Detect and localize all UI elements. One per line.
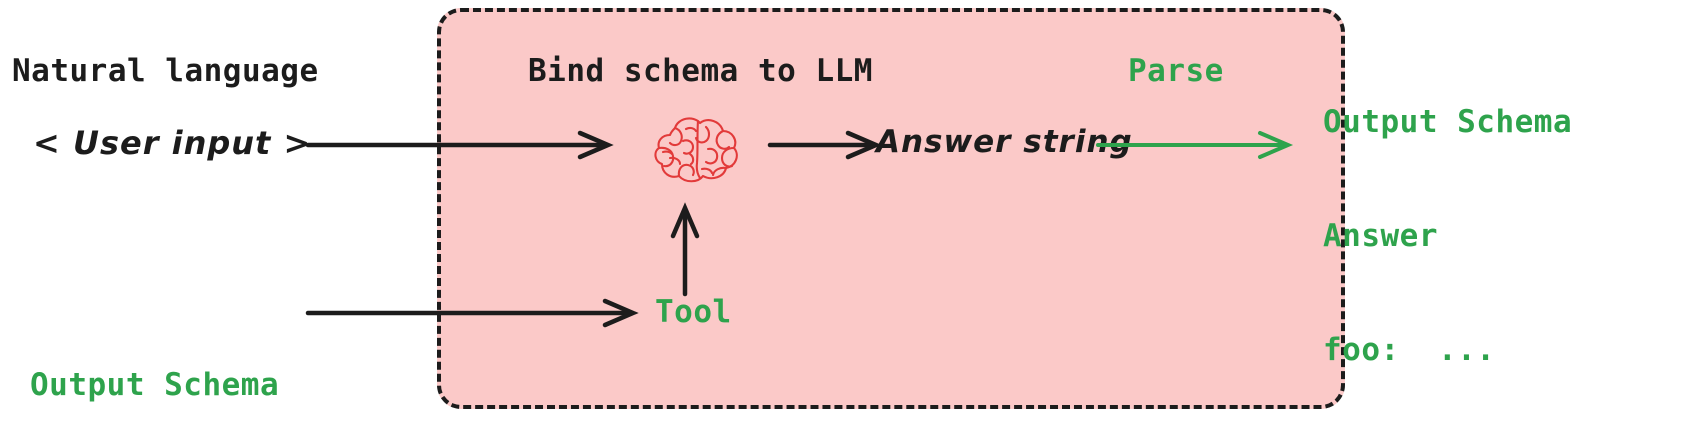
output-schema-heading: Output Schema <box>1323 104 1573 140</box>
tool-label: Tool <box>655 294 732 330</box>
arrow-input-to-llm-icon <box>305 130 614 160</box>
arrow-llm-to-answer-icon <box>767 130 882 160</box>
arrow-parse-output-icon <box>1096 131 1294 159</box>
input-output-schema-block: Output Schema foo: ... bar: ... <box>30 290 279 443</box>
output-schema-block: Output Schema Answer foo: ... bar: ... <box>1323 27 1572 443</box>
arrow-tool-to-llm-icon <box>670 202 700 297</box>
bind-schema-to-llm-label: Bind schema to LLM <box>528 53 873 89</box>
output-schema-line-foo: foo: ... <box>1323 332 1496 368</box>
input-schema-heading: Output Schema <box>30 367 280 403</box>
brain-icon <box>654 117 738 183</box>
arrow-schema-to-tool-icon <box>305 298 639 328</box>
user-input-text: < User input > <box>33 124 312 162</box>
natural-language-label: Natural language <box>12 53 319 89</box>
parse-label: Parse <box>1128 53 1224 89</box>
answer-string-text: Answer string <box>876 124 1133 160</box>
output-schema-line-answer: Answer <box>1323 218 1438 254</box>
llm-boundary-box <box>437 8 1345 409</box>
